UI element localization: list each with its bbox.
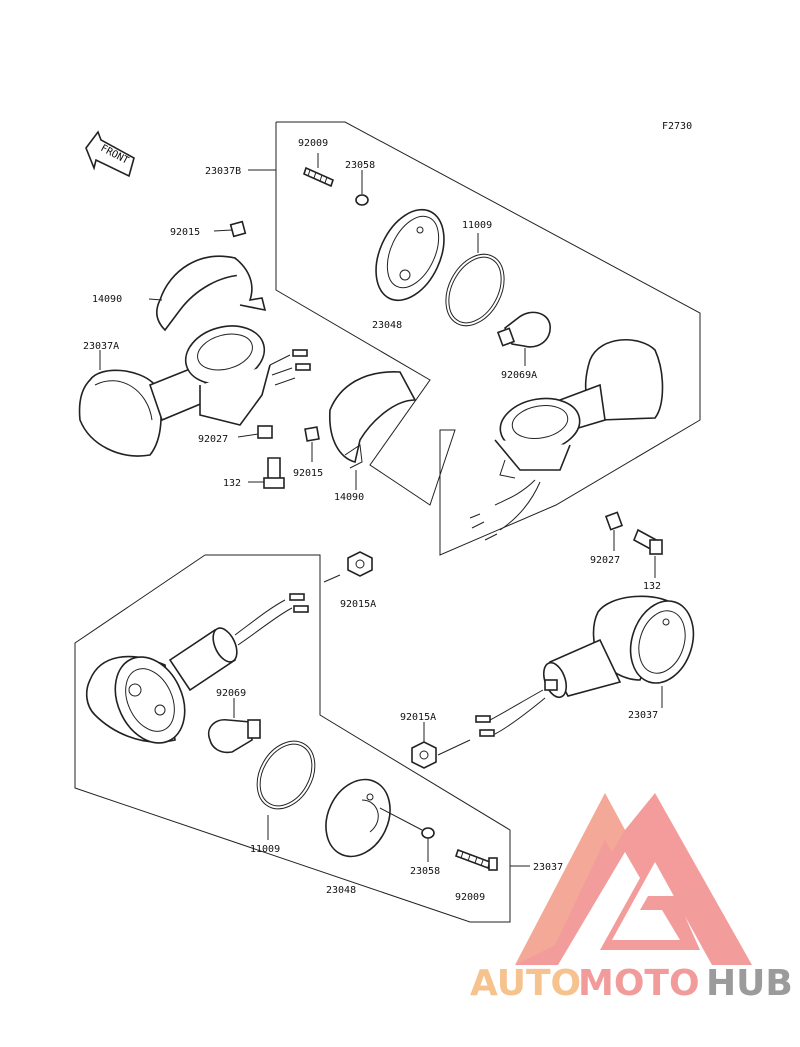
screw-92009-top	[303, 153, 334, 188]
label-23037b: 23037B	[205, 166, 241, 177]
screw-92009-bottom	[454, 848, 498, 871]
label-92027-left: 92027	[198, 434, 228, 445]
watermark-auto: AUTO	[470, 963, 581, 1004]
label-23058-bottom: 23058	[410, 866, 440, 877]
turn-signal-right-upper	[469, 339, 664, 541]
lower-group-outline	[74, 554, 511, 923]
nut-92015a-top	[323, 551, 373, 583]
front-arrow-icon: FRONT	[85, 130, 135, 178]
bulb-92069a	[496, 311, 551, 366]
label-132-left: 132	[223, 478, 241, 489]
label-92069a: 92069A	[501, 370, 537, 381]
bulb-92069	[208, 698, 261, 754]
watermark-hub: HUB	[706, 963, 793, 1004]
turn-signal-right-lower	[475, 595, 695, 737]
label-23048-bottom: 23048	[326, 885, 356, 896]
bracket-cover-14090-left	[148, 255, 267, 332]
upper-group-outline	[275, 121, 701, 556]
label-11009-bottom: 11009	[250, 844, 280, 855]
nut-92015-mid	[304, 426, 320, 462]
turn-signal-left-upper	[78, 325, 311, 457]
label-23048-top: 23048	[372, 320, 402, 331]
label-92069: 92069	[216, 688, 246, 699]
label-92015-top: 92015	[170, 227, 200, 238]
bracket-cover-14090-mid	[329, 371, 417, 490]
collar-92027-left	[237, 425, 273, 439]
label-92015a-mid: 92015A	[400, 712, 436, 723]
o-ring-11009-top	[445, 233, 505, 327]
nut-92015a-mid	[411, 722, 471, 769]
label-92015a-top: 92015A	[340, 599, 376, 610]
label-92009-bottom: 92009	[455, 892, 485, 903]
automotohub-logo: AUTO MOTO HUB	[470, 793, 793, 1004]
label-92027-right: 92027	[590, 555, 620, 566]
label-23037: 23037	[628, 710, 658, 721]
label-92015-mid: 92015	[293, 468, 323, 479]
label-14090-left: 14090	[92, 294, 122, 305]
collar-92027-right	[604, 511, 624, 551]
label-23037-bottom: 23037	[533, 862, 563, 873]
watermark-moto: MOTO	[578, 963, 700, 1004]
bolt-132-right	[632, 528, 663, 578]
label-23058-top: 23058	[345, 160, 375, 171]
washer-23058-top	[355, 170, 369, 206]
turn-signal-left-lower	[85, 593, 309, 744]
label-11009-top: 11009	[462, 220, 492, 231]
label-14090-mid: 14090	[334, 492, 364, 503]
bolt-132-left	[248, 457, 285, 489]
label-132-right: 132	[643, 581, 661, 592]
lens-housing-23048-bottom	[325, 778, 391, 858]
o-ring-11009-bottom	[256, 740, 316, 840]
figure-code: F2730	[662, 121, 692, 132]
nut-92015-top	[213, 220, 247, 238]
washer-23058-bottom	[379, 807, 435, 862]
label-92009-top: 92009	[298, 138, 328, 149]
label-23037a: 23037A	[83, 341, 119, 352]
lens-housing-23048-top	[375, 208, 445, 302]
